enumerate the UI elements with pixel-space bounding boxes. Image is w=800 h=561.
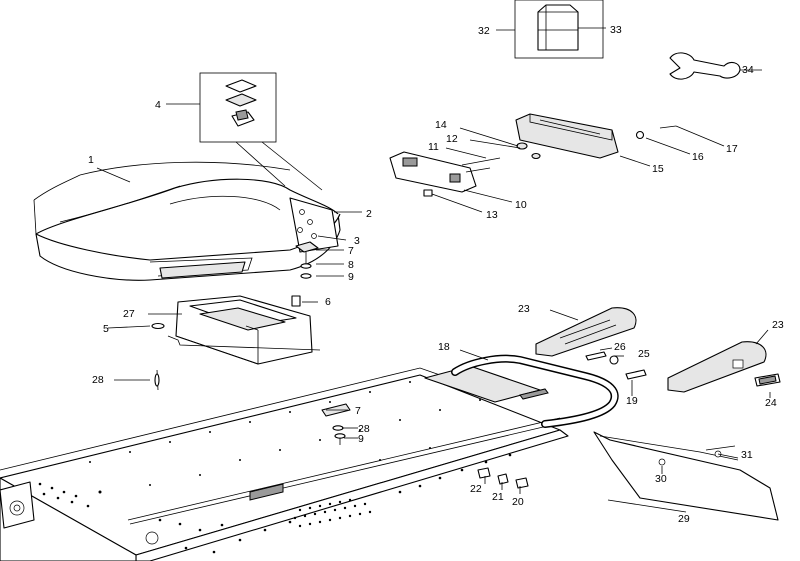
- seat: [33, 161, 341, 281]
- callouts: 1 2 3 4 5 6 7 7 8 9 9 10 11 12 13 14 15 …: [88, 24, 784, 525]
- callout-18: 18: [438, 341, 450, 353]
- oil-bottle-box: [514, 0, 604, 59]
- callout-10: 10: [515, 199, 527, 211]
- callout-15: 15: [652, 163, 664, 175]
- callout-12: 12: [446, 133, 458, 145]
- callout-31: 31: [741, 449, 753, 461]
- callout-9a: 9: [348, 271, 354, 283]
- callout-27: 27: [123, 308, 135, 320]
- callout-33: 33: [610, 24, 622, 36]
- callout-26: 26: [614, 341, 626, 353]
- callout-9b: 9: [358, 433, 364, 445]
- wrench: [669, 52, 741, 80]
- callout-7b: 7: [355, 405, 361, 417]
- callout-32: 32: [478, 25, 490, 37]
- callout-5: 5: [103, 323, 109, 335]
- taillight-housing: [389, 151, 477, 193]
- seat-latch-box: [199, 72, 323, 191]
- callout-29: 29: [678, 513, 690, 525]
- callout-8: 8: [348, 259, 354, 271]
- rear-bumper: [451, 354, 619, 428]
- callout-34: 34: [742, 64, 754, 76]
- callout-14: 14: [435, 119, 447, 131]
- bumper-end-cap-left: [535, 307, 637, 357]
- seat-base: [167, 295, 321, 365]
- callout-7a: 7: [348, 245, 354, 257]
- callout-20: 20: [512, 496, 524, 508]
- callout-22: 22: [470, 483, 482, 495]
- callout-16: 16: [692, 151, 704, 163]
- tunnel-top-holes: [89, 381, 481, 486]
- callout-28a: 28: [92, 374, 104, 386]
- tunnel: [0, 365, 569, 561]
- callout-23a: 23: [518, 303, 530, 315]
- taillight-lens: [515, 113, 619, 159]
- bumper-end-cap-right: [667, 341, 767, 393]
- callout-23b: 23: [772, 319, 784, 331]
- callout-19: 19: [626, 395, 638, 407]
- bumper-fasteners: [477, 351, 647, 489]
- callout-1: 1: [88, 154, 94, 166]
- callout-17: 17: [726, 143, 738, 155]
- callout-28b: 28: [358, 423, 370, 435]
- snow-flap: [593, 431, 779, 521]
- callout-25: 25: [638, 348, 650, 360]
- callout-11: 11: [428, 141, 439, 153]
- tunnel-perforations: [38, 453, 512, 554]
- taillight-fasteners: [423, 125, 677, 197]
- grip: [754, 373, 781, 387]
- callout-24: 24: [765, 397, 777, 409]
- callout-13: 13: [486, 209, 498, 221]
- callout-4: 4: [155, 99, 161, 111]
- callout-2: 2: [366, 208, 372, 220]
- leader-lines: [96, 27, 771, 513]
- callout-21: 21: [492, 491, 504, 503]
- callout-6: 6: [325, 296, 331, 308]
- seat-fasteners: [151, 241, 319, 391]
- callout-3: 3: [354, 235, 360, 247]
- callout-30: 30: [655, 473, 667, 485]
